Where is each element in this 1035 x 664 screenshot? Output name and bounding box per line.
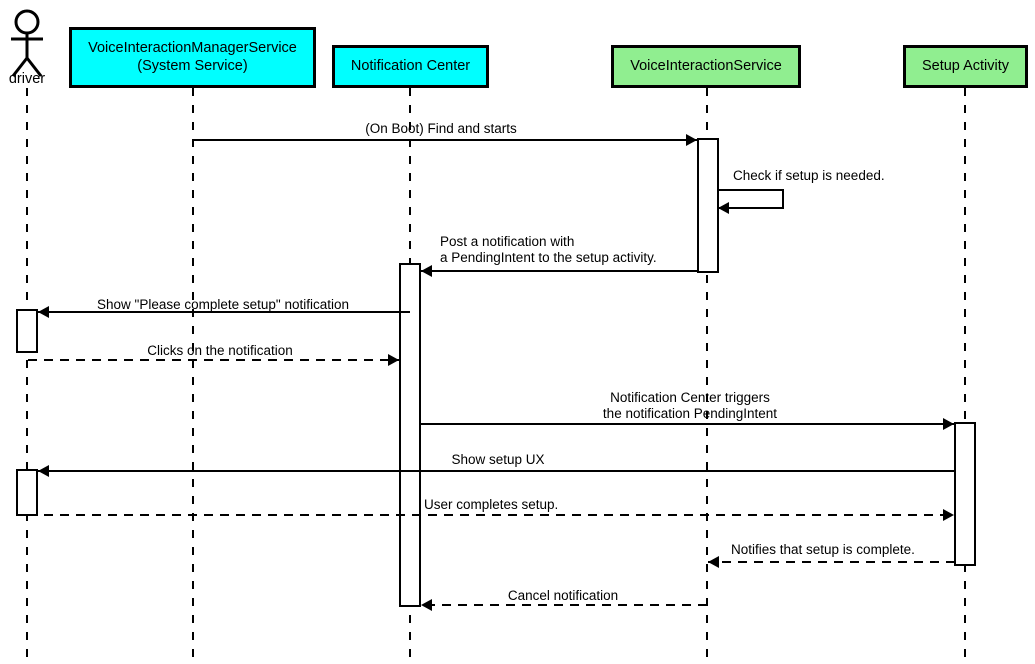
message-arrowhead-1 [686,134,697,146]
message-arrowhead-8 [943,509,954,521]
message-arrowhead-7 [38,465,49,477]
participant-label-notification-center: Notification Center [350,57,471,74]
message-label-5: Clicks on the notification [147,343,293,358]
message-arrowhead-4 [38,306,49,318]
message-label-3: Post a notification with a PendingIntent… [440,234,657,266]
messages-layer [28,134,955,611]
message-label-8: User completes setup. [424,497,559,512]
activation-bar-driver [16,309,38,353]
message-arrowhead-6 [943,418,954,430]
participant-box-vims[interactable]: VoiceInteractionManagerService (System S… [69,27,316,88]
message-label-9: Notifies that setup is complete. [731,542,915,557]
participant-box-setup-activity[interactable]: Setup Activity [903,45,1028,88]
participant-label-setup-activity: Setup Activity [921,57,1010,74]
message-arrowhead-5 [388,354,399,366]
participant-label-vis: VoiceInteractionService [630,57,782,74]
participant-box-notification-center[interactable]: Notification Center [332,45,489,88]
actor-label-driver: driver [8,71,46,87]
message-arrowhead-2 [718,202,729,214]
actor-glyph-part [14,9,40,35]
participant-box-vis[interactable]: VoiceInteractionService [611,45,801,88]
activation-bar-setup-activity [954,422,976,566]
message-arrowhead-10 [421,599,432,611]
message-arrowhead-9 [708,556,719,568]
message-label-10: Cancel notification [507,588,619,603]
participant-label-vims: VoiceInteractionManagerService (System S… [88,40,297,74]
actor-glyph-part [25,57,43,77]
actor-glyph-part [11,57,29,77]
activation-bar-vis [697,138,719,273]
message-label-6: Notification Center triggers the notific… [602,390,778,422]
message-line-2 [718,189,784,209]
activation-bar-notification-center [399,263,421,607]
message-label-2: Check if setup is needed. [733,168,885,183]
message-arrowhead-3 [421,265,432,277]
actor-stick-figure [11,9,43,77]
message-label-7: Show setup UX [451,452,545,467]
message-label-1: (On Boot) Find and starts [365,121,517,136]
activation-bars-layer [16,138,976,607]
activation-bar-driver [16,469,38,516]
message-label-4: Show "Please complete setup" notificatio… [97,297,349,312]
